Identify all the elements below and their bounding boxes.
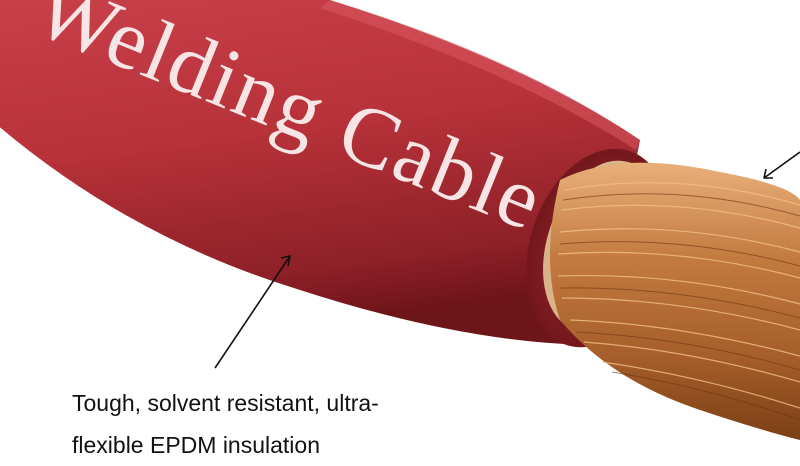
- insulation-arrow: [214, 255, 291, 369]
- insulation-callout-line-1: Tough, solvent resistant, ultra-: [72, 390, 379, 416]
- conductor-arrow: [763, 151, 800, 179]
- cable-jacket: [0, 0, 640, 345]
- copper-conductor: [550, 162, 800, 440]
- insulation-callout-line-2: flexible EPDM insulation: [72, 432, 321, 458]
- insulation-callout: Tough, solvent resistant, ultra- flexibl…: [72, 382, 379, 466]
